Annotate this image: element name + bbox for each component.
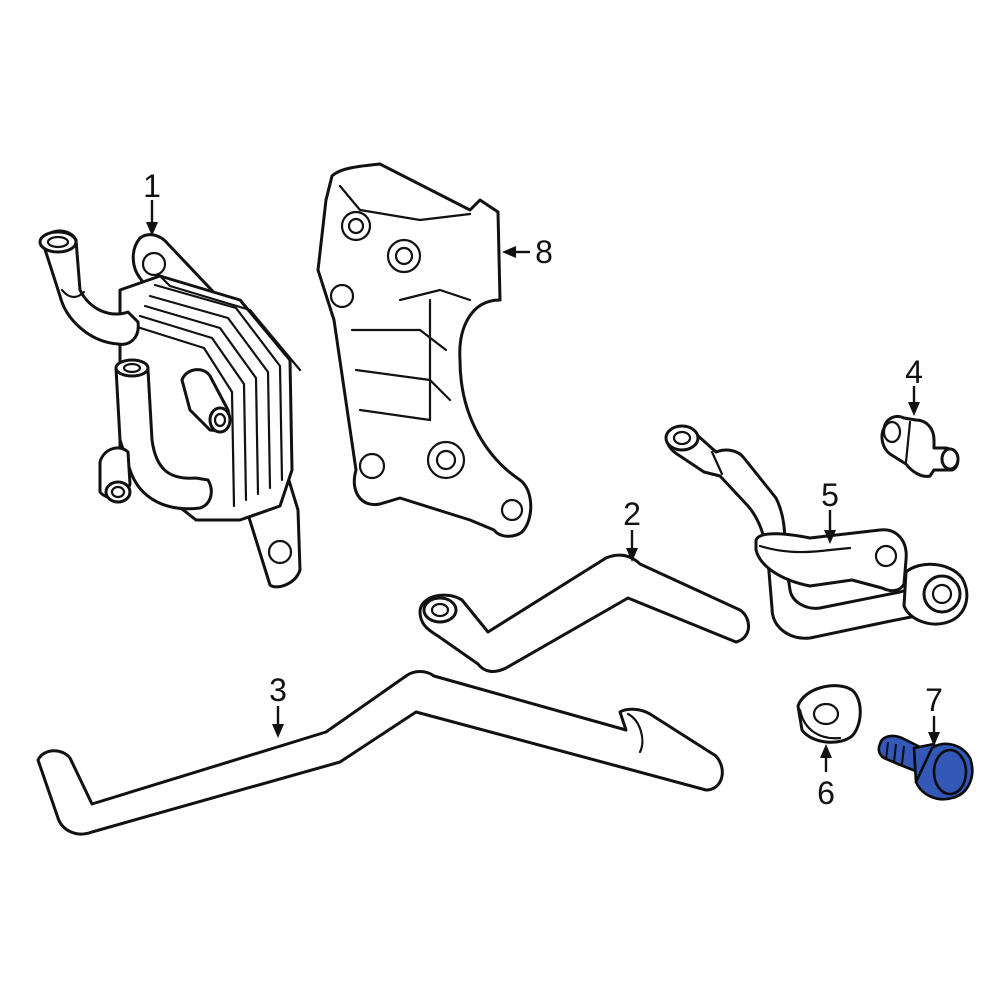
hose-2-part [418,553,750,673]
callout-1-label: 1 [143,168,161,204]
hose-3-part [36,670,724,836]
callout-labels: 1 2 3 4 5 6 7 8 [143,168,943,811]
pipe-assembly-part [664,424,969,640]
callout-6-label: 6 [817,775,835,811]
mounting-bracket-part [316,162,533,538]
bolt-part-highlighted [877,734,974,801]
callout-8-label: 8 [535,234,553,270]
callout-3-label: 3 [269,672,287,708]
fitting-part [880,414,960,478]
washer-part [796,684,862,744]
callout-2-label: 2 [623,496,641,532]
callout-7-label: 7 [925,682,943,718]
callout-5-label: 5 [821,477,839,513]
callout-arrows [146,200,940,772]
oil-cooler-part [38,229,302,589]
callout-4-label: 4 [905,354,923,390]
